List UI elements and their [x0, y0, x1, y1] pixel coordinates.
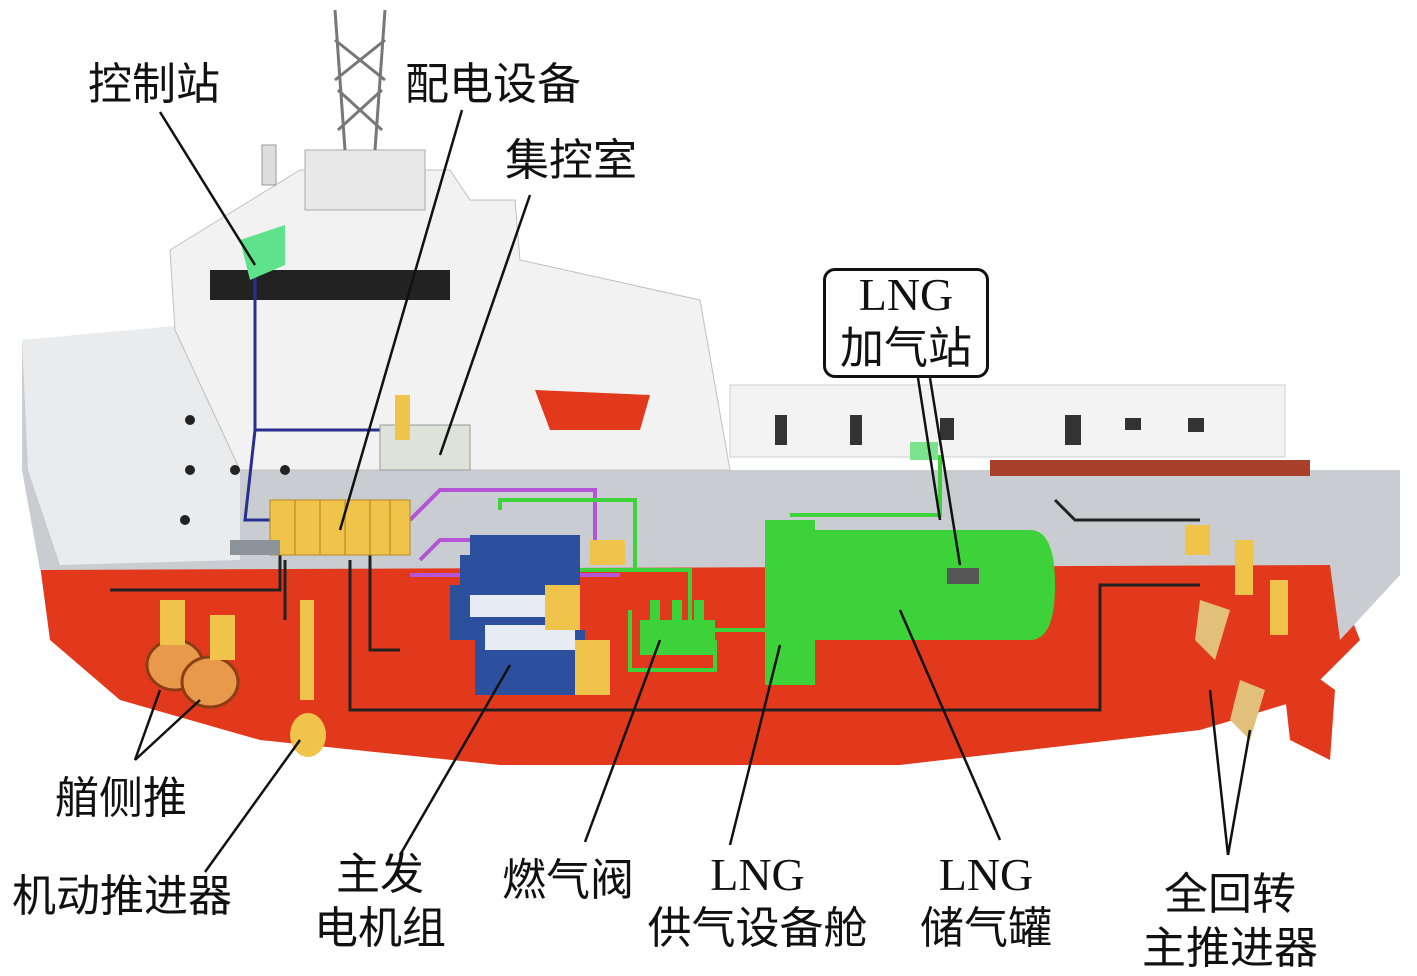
- lng-supply-label: LNG 供气设备舱: [640, 848, 875, 956]
- lng-bunker-unit: [910, 442, 938, 460]
- hull-red-underwater: [40, 565, 1360, 765]
- lng-tank-label: LNG 储气罐: [915, 848, 1057, 956]
- upper-bridge: [305, 150, 425, 210]
- radar-dome: [262, 145, 276, 185]
- bow-thruster-label: 艏侧推: [55, 772, 187, 826]
- deck-red-strip: [990, 460, 1310, 476]
- azimuth-thruster-label: 全回转 主推进器: [1135, 868, 1325, 976]
- lng-station-label: LNG 加气站: [830, 268, 982, 376]
- lng-supply-room: [765, 520, 815, 685]
- lifeboat: [535, 390, 650, 430]
- control-station-label: 控制站: [88, 58, 220, 112]
- control-room-label: 集控室: [505, 134, 637, 188]
- main-generator-label: 主发 电机组: [305, 848, 455, 956]
- gas-valve-unit: [640, 600, 715, 655]
- switchboard-label: 配电设备: [405, 58, 581, 112]
- gas-valve-label: 燃气阀: [502, 854, 634, 908]
- mast: [335, 10, 385, 150]
- retractable-thruster-label: 机动推进器: [12, 870, 232, 924]
- control-room-console: [380, 425, 470, 470]
- lng-tank: [810, 530, 1055, 640]
- platform: [230, 540, 280, 555]
